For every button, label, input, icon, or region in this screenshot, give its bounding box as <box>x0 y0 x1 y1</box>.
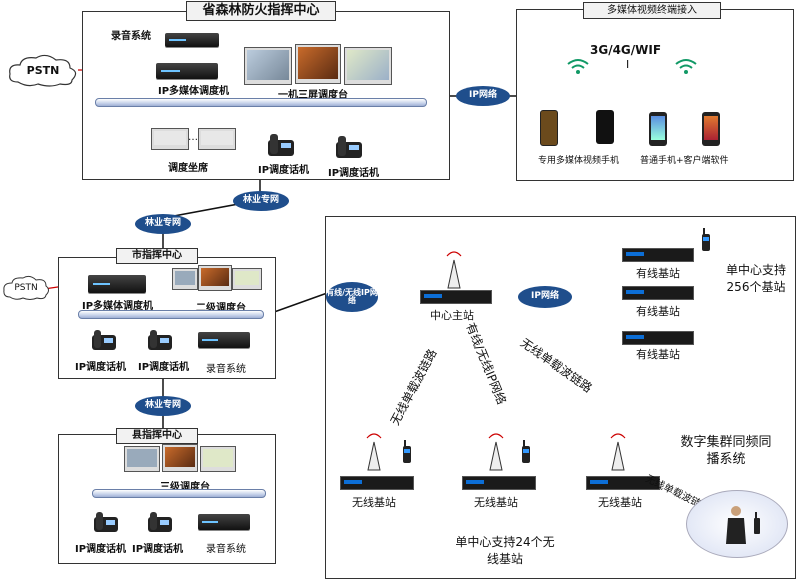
wifi-antenna-icon <box>567 59 589 74</box>
ordinary-phones-label: 普通手机+客户端软件 <box>640 156 729 166</box>
county-center-title: 县指挥中心 <box>116 428 198 444</box>
wired-support-label: 单中心支持256个基站 <box>726 263 787 294</box>
wired-wireless-oval: 有线/无线IP网络 <box>326 282 378 312</box>
multimedia-access-title: 多媒体视频终端接入 <box>583 2 721 19</box>
handheld-radio-icon <box>522 440 530 463</box>
multimedia-access-box <box>516 9 794 181</box>
triple-screen-monitor-2 <box>295 44 341 84</box>
wireless-antenna-icon <box>366 433 382 471</box>
city-monitor-3 <box>232 268 262 290</box>
person-with-radio-icon <box>726 506 760 544</box>
pstn-cloud-top <box>9 54 77 87</box>
city-ip-multimedia-label: IP多媒体调度机 <box>82 301 154 312</box>
ip-phone-icon <box>336 136 362 158</box>
ip-multimedia-dispatcher-label: IP多媒体调度机 <box>158 86 230 97</box>
county-recording-device <box>198 514 250 530</box>
network-type-suffix: I <box>626 58 630 71</box>
wired-station-label-2: 有线基站 <box>636 305 680 318</box>
triple-screen-monitor-1 <box>244 47 292 85</box>
wireless-station-label-2: 无线基站 <box>474 496 518 509</box>
recording-system-label: 录音系统 <box>111 31 151 42</box>
city-monitor-1 <box>172 268 198 290</box>
county-bus <box>92 489 266 498</box>
wireless-station-label-1: 无线基站 <box>352 496 396 509</box>
ip-phone-icon <box>94 512 118 532</box>
wireless-station-device-3 <box>586 476 660 490</box>
dispatch-seat-1 <box>151 128 189 150</box>
provincial-center-box <box>82 11 450 180</box>
county-recording-label: 录音系统 <box>206 544 246 555</box>
smartphone-1 <box>649 112 667 146</box>
forest-network-oval-1: 林业专网 <box>233 191 289 211</box>
multimedia-phone-2 <box>596 110 614 144</box>
county-phone-label-1: IP调度话机 <box>75 544 127 555</box>
triple-screen-monitor-3 <box>344 47 392 85</box>
network-type-label: 3G/4G/WIF <box>590 43 662 57</box>
wired-station-device-3 <box>622 331 694 345</box>
handheld-radio-icon <box>702 228 710 251</box>
city-recording-label: 录音系统 <box>206 364 246 375</box>
ip-phone-label-2: IP调度话机 <box>328 168 380 179</box>
wireless-station-device-1 <box>340 476 414 490</box>
county-dispatch-label: 三级调度台 <box>160 482 210 493</box>
city-recording-device <box>198 332 250 348</box>
county-monitor-3 <box>200 446 236 472</box>
ip-phone-icon <box>148 512 172 532</box>
pstn-cloud-city <box>3 275 49 300</box>
triple-screen-console-label: 一机三屏调度台 <box>278 90 348 101</box>
forest-network-oval-3: 林业专网 <box>135 396 191 416</box>
city-phone-label-2: IP调度话机 <box>138 362 190 373</box>
wireless-station-label-3: 无线基站 <box>598 496 642 509</box>
smartphone-2 <box>702 112 720 146</box>
wired-station-label-1: 有线基站 <box>636 267 680 280</box>
forest-network-oval-2: 林业专网 <box>135 214 191 234</box>
city-dispatch-label: 二级调度台 <box>196 303 246 314</box>
wireless-antenna-icon <box>488 433 504 471</box>
wifi-antenna-icon <box>675 59 697 74</box>
city-monitor-2 <box>198 265 232 291</box>
city-bus <box>78 310 264 319</box>
city-center-title: 市指挥中心 <box>116 248 198 264</box>
multimedia-phone-1 <box>540 110 558 146</box>
wireless-antenna-icon <box>610 433 626 471</box>
wired-station-device-2 <box>622 286 694 300</box>
ip-phone-icon <box>92 330 116 350</box>
ip-phone-icon <box>268 134 294 156</box>
central-station-device <box>420 290 492 304</box>
ip-multimedia-dispatcher-device <box>156 63 218 79</box>
handheld-radio-icon <box>403 440 411 463</box>
trunking-system-label: 数字集群同频同播系统 <box>680 435 772 467</box>
city-phone-label-1: IP调度话机 <box>75 362 127 373</box>
ip-phone-label-1: IP调度话机 <box>258 165 310 176</box>
central-station-label: 中心主站 <box>430 309 474 322</box>
wired-station-label-3: 有线基站 <box>636 348 680 361</box>
recording-system-device <box>165 33 219 47</box>
county-phone-label-2: IP调度话机 <box>132 544 184 555</box>
wireless-station-device-2 <box>462 476 536 490</box>
wireless-support-label: 单中心支持24个无线基站 <box>455 535 555 566</box>
ip-network-oval-top: IP网络 <box>456 86 510 106</box>
ip-network-oval-right: IP网络 <box>518 286 572 308</box>
dispatch-seat-2 <box>198 128 236 150</box>
dispatch-seats-ellipsis: … <box>188 132 198 143</box>
central-antenna-icon <box>446 251 462 289</box>
dispatch-seats-label: 调度坐席 <box>168 163 208 174</box>
city-ip-multimedia-device <box>88 275 146 293</box>
pstn-label-top: PSTN <box>26 64 60 77</box>
county-monitor-2 <box>162 444 198 472</box>
wired-station-device-1 <box>622 248 694 262</box>
dedicated-phones-label: 专用多媒体视频手机 <box>538 156 620 166</box>
provincial-bus <box>95 98 427 107</box>
county-monitor-1 <box>124 446 160 472</box>
ip-phone-icon <box>148 330 172 350</box>
provincial-center-title: 省森林防火指挥中心 <box>186 1 336 21</box>
pstn-label-city: PSTN <box>14 283 38 293</box>
